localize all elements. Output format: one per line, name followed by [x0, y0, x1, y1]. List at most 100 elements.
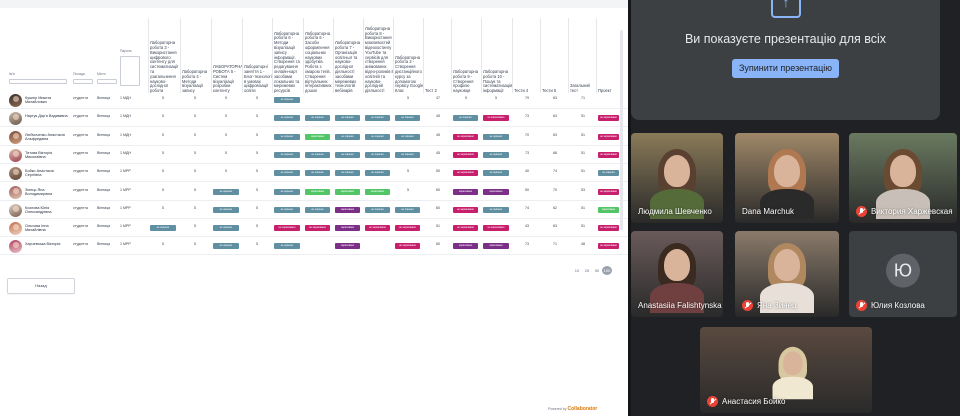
column-header[interactable]: Проект	[598, 18, 623, 94]
page-size-option[interactable]: 10	[574, 268, 580, 273]
grade-badge[interactable]: не оцінено	[274, 206, 300, 213]
grade-badge[interactable]: не оцінено	[213, 188, 239, 195]
grade-badge[interactable]: не оцінено	[335, 170, 360, 177]
grade-badge[interactable]: не оцінено	[335, 133, 360, 140]
filter-position-input[interactable]	[73, 79, 93, 84]
grade-badge[interactable]: не зараховано	[483, 225, 509, 232]
grade-badge[interactable]: зараховано	[335, 243, 360, 250]
grade-badge[interactable]: не оцінено	[274, 133, 300, 140]
grade-badge[interactable]: не оцінено	[274, 115, 300, 122]
grade-badge[interactable]: зараховано	[305, 133, 330, 140]
grade-badge[interactable]: не оцінено	[365, 170, 390, 177]
page-size-option[interactable]: 25	[584, 268, 590, 273]
grade-badge[interactable]: не оцінено	[274, 188, 300, 195]
grade-badge[interactable]: не зараховано	[598, 243, 619, 250]
grade-badge[interactable]: не оцінено	[365, 115, 390, 122]
grade-badge[interactable]: не оцінено	[305, 115, 330, 122]
back-button[interactable]: Назад	[7, 278, 75, 294]
grade-badge[interactable]: не зараховано	[453, 225, 478, 232]
column-header[interactable]: Тест 2	[425, 18, 452, 94]
column-header[interactable]: Лабораторна робота 10 - Пошук та система…	[483, 18, 513, 94]
column-header[interactable]: Лабораторна робота 9 - Створення профілю…	[453, 18, 482, 94]
grade-badge[interactable]: не оцінено	[395, 151, 420, 158]
grade-badge[interactable]: не оцінено	[453, 115, 478, 122]
shared-screen-scrollbar[interactable]	[620, 30, 623, 230]
grade-badge[interactable]: не зараховано	[395, 225, 420, 232]
grade-badge[interactable]: не оцінено	[213, 225, 239, 232]
grade-badge[interactable]: не зараховано	[365, 225, 390, 232]
grade-badge[interactable]: зараховано	[335, 206, 360, 213]
grade-badge[interactable]: не зараховано	[453, 151, 478, 158]
grade-badge[interactable]: не оцінено	[335, 115, 360, 122]
grade-badge[interactable]: не зараховано	[483, 115, 509, 122]
grade-badge[interactable]: зараховано	[335, 225, 360, 232]
grade-badge[interactable]: не оцінено	[395, 206, 420, 213]
participant-tile[interactable]: Яна Зинец	[735, 231, 839, 317]
grade-badge[interactable]: не оцінено	[365, 151, 390, 158]
grade-badge[interactable]: не оцінено	[213, 243, 239, 250]
grade-badge[interactable]: не оцінено	[483, 170, 509, 177]
grade-badge[interactable]: не оцінено	[305, 170, 330, 177]
column-header[interactable]: ЛАБОРАТОРНА РОБОТА 5 - Систем візуалізац…	[213, 18, 243, 94]
grade-badge[interactable]: не зараховано	[598, 225, 619, 232]
grade-badge[interactable]: зараховано	[305, 188, 330, 195]
grade-badge[interactable]: не оцінено	[598, 170, 619, 177]
grade-badge[interactable]: зараховано	[453, 243, 478, 250]
grade-badge[interactable]: не зараховано	[598, 151, 619, 158]
filter-pass-select[interactable]	[120, 56, 140, 86]
participant-tile[interactable]: Anastasiia Falishtynska	[631, 231, 723, 317]
page-size-option[interactable]: 100	[602, 266, 612, 275]
grade-badge[interactable]: не оцінено	[305, 151, 330, 158]
filter-name-input[interactable]	[9, 79, 67, 84]
grade-badge[interactable]: не зараховано	[274, 225, 300, 232]
grade-badge[interactable]: зараховано	[365, 188, 390, 195]
grade-badge[interactable]: зараховано	[598, 206, 619, 213]
grade-badge[interactable]: не оцінено	[274, 243, 300, 250]
grade-badge[interactable]: не оцінено	[274, 170, 300, 177]
grade-badge[interactable]: не оцінено	[365, 206, 390, 213]
column-header[interactable]: Тести 5	[542, 18, 569, 94]
column-header[interactable]: Лабораторна робота 4 - Методи візуалізац…	[182, 18, 212, 94]
grade-badge[interactable]: зараховано	[335, 188, 360, 195]
grade-badge[interactable]: не зараховано	[598, 115, 619, 122]
grade-badge[interactable]: зараховано	[453, 188, 478, 195]
column-header[interactable]: Тести 4	[514, 18, 541, 94]
grade-badge[interactable]: не оцінено	[274, 151, 300, 158]
grade-badge[interactable]: не оцінено	[335, 151, 360, 158]
column-header[interactable]: Лабораторна робота 7 - Організація освіт…	[335, 18, 364, 94]
grade-badge[interactable]: не оцінено	[483, 151, 509, 158]
column-header[interactable]: Лабораторна робота 8 - Використання можл…	[365, 18, 394, 94]
participant-tile[interactable]: Dana Marchuk	[735, 133, 839, 223]
column-header[interactable]: Лабораторна робота 6 - Засоби оформлення…	[305, 18, 334, 94]
grade-badge[interactable]: зараховано	[483, 188, 509, 195]
grade-badge[interactable]: не оцінено	[213, 206, 239, 213]
grade-badge[interactable]: не зараховано	[453, 133, 478, 140]
grade-badge[interactable]: зараховано	[483, 243, 509, 250]
grade-badge[interactable]: не оцінено	[483, 133, 509, 140]
grade-badge[interactable]: не оцінено	[365, 133, 390, 140]
grade-badge[interactable]: не зараховано	[305, 225, 330, 232]
column-header[interactable]: Лабораторні заняття 1 - Блог-технології …	[244, 18, 273, 94]
grade-badge[interactable]: не зараховано	[598, 133, 619, 140]
grade-badge[interactable]: не зараховано	[453, 170, 478, 177]
grade-badge[interactable]: не оцінено	[483, 206, 509, 213]
filter-city-input[interactable]	[97, 79, 117, 84]
grade-badge[interactable]: не оцінено	[395, 115, 420, 122]
grade-badge[interactable]: не оцінено	[395, 133, 420, 140]
grade-badge[interactable]: не зараховано	[395, 243, 420, 250]
column-header[interactable]: Лабораторна робота 3 - Використання цифр…	[150, 18, 180, 94]
grade-badge[interactable]: не зараховано	[598, 188, 619, 195]
grade-badge[interactable]: не зараховано	[453, 206, 478, 213]
grade-badge[interactable]: не оцінено	[150, 225, 176, 232]
page-size-option[interactable]: 50	[594, 268, 600, 273]
